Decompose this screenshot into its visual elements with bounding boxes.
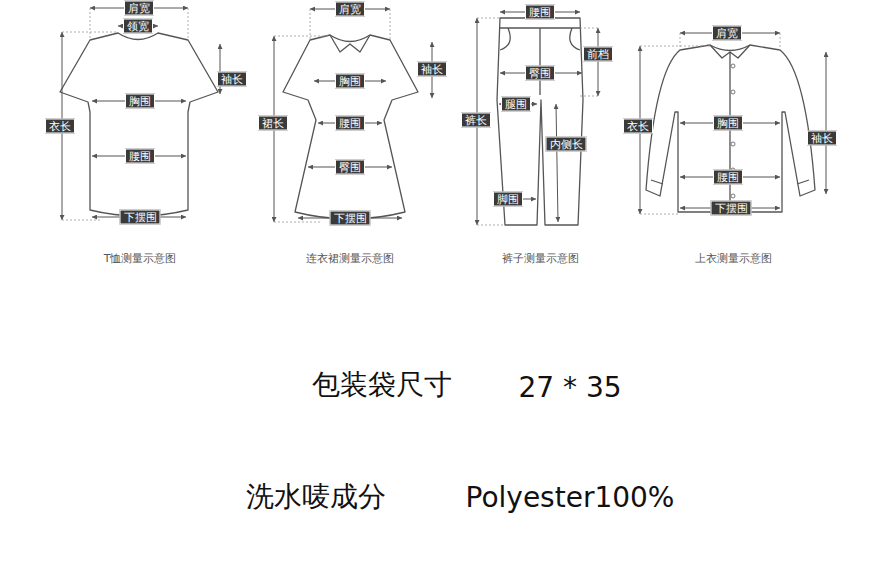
measure-label: 胸围 (717, 117, 739, 130)
measure-tag: 裤长 (461, 113, 491, 128)
measure-label: 袖长 (811, 132, 833, 145)
measure-tag: 腿围 (501, 97, 531, 112)
measure-label: 臀围 (339, 161, 361, 174)
dress-outline (283, 35, 418, 219)
measure-label: 前档 (587, 48, 609, 61)
measure-tag: 领宽 (123, 19, 153, 34)
measure-label: 臀围 (529, 67, 551, 80)
figure-caption: 裤子测量示意图 (502, 251, 579, 266)
button-dot (731, 64, 735, 68)
measure-tag: 肩宽 (124, 1, 154, 16)
shirt-outline (646, 45, 815, 212)
measure-tag: 袖长 (417, 62, 447, 77)
button-dot (731, 90, 735, 94)
measure-tag: 裙长 (258, 116, 288, 131)
measure-tag: 臀围 (335, 160, 365, 175)
measure-label: 腰围 (129, 150, 151, 163)
measure-label: 胸围 (339, 75, 361, 88)
measure-tag: 脚围 (493, 192, 523, 207)
measure-label: 领宽 (127, 20, 149, 33)
button-dot (731, 142, 735, 146)
measure-tag: 衣长 (623, 119, 653, 134)
button-dot (731, 194, 735, 198)
measure-tag: 胸围 (335, 74, 365, 89)
spec-text: 包装袋尺寸 (312, 366, 452, 404)
measure-label: 下摆围 (124, 211, 157, 224)
measure-tag: 下摆围 (120, 210, 161, 225)
spec-text: 洗水唛成分 (246, 478, 386, 516)
measure-label: 胸围 (129, 95, 151, 108)
measure-tag: 袖长 (807, 131, 837, 146)
figure-caption: 连衣裙测量示意图 (306, 251, 394, 266)
measure-label: 肩宽 (339, 3, 361, 16)
measure-label: 内侧长 (550, 138, 583, 151)
measure-tag: 内侧长 (546, 137, 587, 152)
spec-text: Polyester100% (466, 481, 675, 514)
measure-label: 脚围 (497, 193, 519, 206)
measure-tag: 腰围 (525, 5, 555, 20)
measure-tag: 腰围 (713, 170, 743, 185)
measure-label: 腿围 (505, 98, 527, 111)
measure-label: 腰围 (529, 6, 551, 19)
measure-tag: 袖长 (217, 72, 247, 87)
measure-tag: 肩宽 (335, 2, 365, 17)
measure-label: 裙长 (262, 117, 284, 130)
spec-text: 27 * 35 (518, 371, 621, 404)
figure-caption: 上衣测量示意图 (695, 251, 772, 266)
measure-label: 袖长 (421, 63, 443, 76)
measure-tag: 下摆围 (711, 201, 752, 216)
measure-label: 衣长 (627, 120, 649, 133)
measure-tag: 胸围 (713, 116, 743, 131)
measure-label: 肩宽 (716, 27, 738, 40)
measure-tag: 胸围 (125, 94, 155, 109)
measure-tag: 下摆围 (330, 211, 371, 226)
measure-tag: 臀围 (525, 66, 555, 81)
figure-caption: T恤测量示意图 (104, 251, 177, 266)
measure-tag: 肩宽 (712, 26, 742, 41)
tshirt-outline (60, 33, 218, 216)
measure-label: 袖长 (221, 73, 243, 86)
measure-tag: 前档 (583, 47, 613, 62)
measure-label: 腰围 (717, 171, 739, 184)
measure-label: 衣长 (49, 120, 71, 133)
pants-outline (497, 18, 583, 225)
measure-label: 肩宽 (128, 2, 150, 15)
measure-label: 裤长 (465, 114, 487, 127)
measure-tag: 衣长 (45, 119, 75, 134)
measure-tag: 腰围 (335, 116, 365, 131)
measure-tag: 腰围 (125, 149, 155, 164)
measure-label: 腰围 (339, 117, 361, 130)
measure-label: 下摆围 (715, 202, 748, 215)
measure-label: 下摆围 (334, 212, 367, 225)
